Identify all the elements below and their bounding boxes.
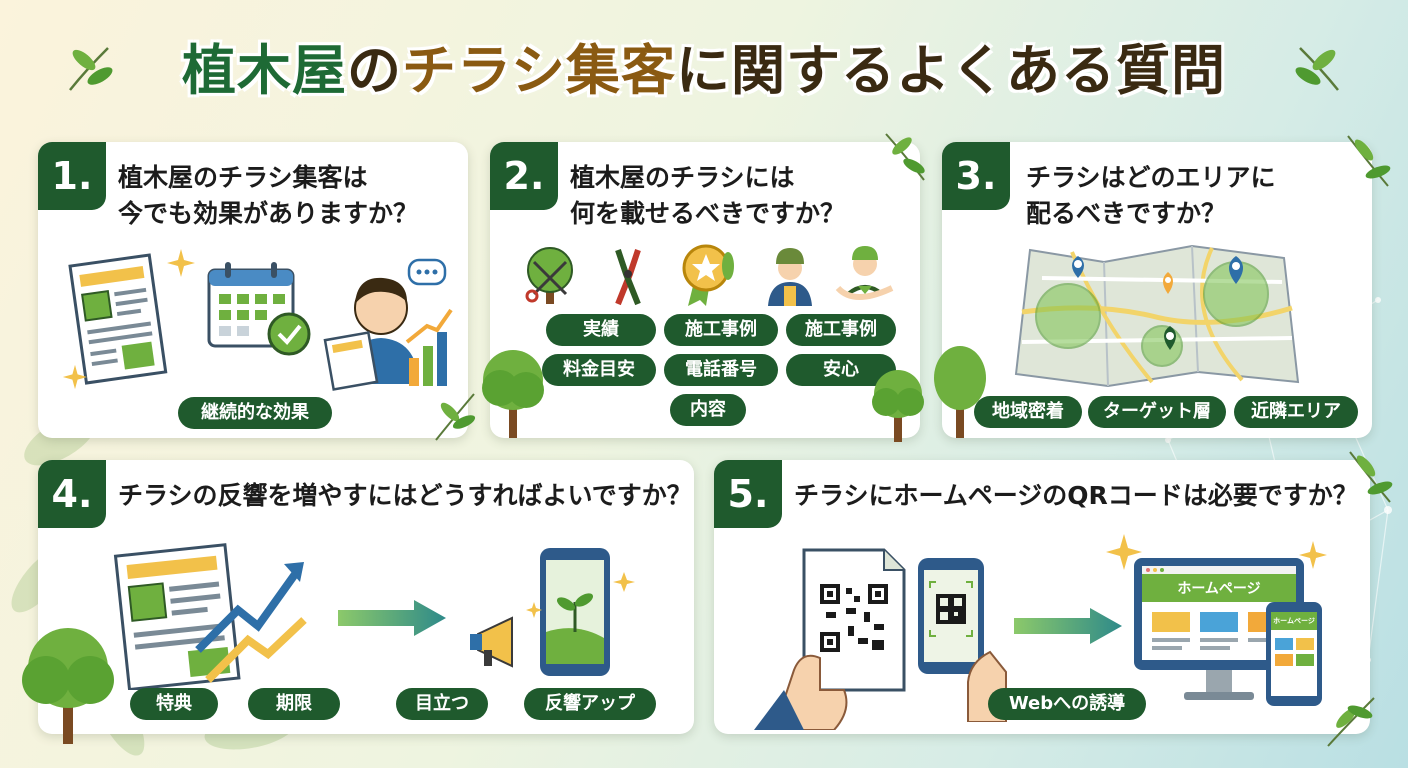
tag-deadline: 期限 [248, 688, 340, 720]
leaf-icon [1347, 135, 1391, 187]
tag-target-audience: ターゲット層 [1088, 396, 1226, 428]
monitor-icon: ホームページ ホームページ [1134, 558, 1324, 708]
flyer-icon [68, 253, 168, 385]
card-number: 2. [490, 142, 558, 210]
faq-card-3: 3. チラシはどのエリアに 配るべきですか？ 地域密着 ターゲット層 近隣エリア [942, 142, 1372, 438]
award-icon [682, 244, 734, 306]
tree-icon [482, 350, 544, 438]
title-part-1: 植木屋 [182, 39, 348, 102]
qr-flyer-icon [754, 548, 906, 730]
leaf-icon [1327, 697, 1375, 747]
leaf-icon [1295, 47, 1339, 91]
sparkle-icon [62, 364, 88, 390]
card-number: 1. [38, 142, 106, 210]
tag-case-studies-2: 施工事例 [786, 314, 896, 346]
leaf-icon [69, 47, 113, 91]
tag-web-guidance: Webへの誘導 [988, 688, 1146, 720]
faq-card-4: 4. チラシの反響を増やすにはどうすればよいですか？ 特典 期限 目立 [38, 460, 694, 734]
tag-continuous-effect: 継続的な効果 [178, 397, 332, 429]
pruner-icon [615, 249, 641, 306]
megaphone-icon [470, 616, 513, 668]
tag-stand-out: 目立つ [396, 688, 488, 720]
phone-icon [526, 548, 635, 676]
question-line-1: チラシはどのエリアに [1026, 163, 1276, 192]
sparkle-icon [167, 249, 195, 277]
faq-card-5: 5. チラシにホームページのQRコードは必要ですか？ [714, 460, 1370, 734]
tag-community: 地域密着 [974, 396, 1082, 428]
flyer-icon [113, 543, 307, 690]
faq-card-2: 2. 植木屋のチラシには 何を載せるべきですか？ 実績 施工事例 施工事例 料金… [490, 142, 920, 438]
question-line-1: 植木屋のチラシ集客は [118, 163, 368, 192]
trust-icon [835, 246, 894, 300]
tag-case-studies: 施工事例 [664, 314, 778, 346]
tag-phone-number: 電話番号 [664, 354, 778, 386]
page-title: 植木屋のチラシ集客に関するよくある質問 [0, 28, 1408, 114]
tag-bonus: 特典 [130, 688, 218, 720]
question-line-2: 何を載せるべきですか？ [570, 199, 846, 228]
tree-icon [872, 370, 924, 442]
card-number: 4. [38, 460, 106, 528]
question-line-1: 植木屋のチラシには [570, 163, 795, 192]
leaf-icon [1349, 451, 1393, 503]
sparkle-icon [1106, 534, 1142, 570]
question-line-1: チラシの反響を増やすにはどうすればよいですか？ [118, 481, 692, 510]
tag-peace-of-mind: 安心 [786, 354, 896, 386]
leaf-icon [435, 393, 476, 441]
tag-achievements: 実績 [546, 314, 656, 346]
arrow-icon [338, 600, 446, 636]
tree-icon [934, 346, 986, 438]
tag-nearby-area: 近隣エリア [1234, 396, 1358, 428]
tag-response-up: 反響アップ [524, 688, 656, 720]
question-line-1: チラシにホームページのQRコードは必要ですか？ [794, 481, 1358, 510]
person-icon [323, 258, 453, 391]
tree-icon [22, 628, 114, 744]
title-part-4: に関するよくある質問 [675, 39, 1226, 102]
map-icon [1014, 244, 1300, 388]
title-part-3: チラシ集客 [402, 39, 676, 102]
homepage-screen-title-mobile: ホームページ [1273, 617, 1315, 625]
card-number: 3. [942, 142, 1010, 210]
title-part-2: の [347, 39, 403, 102]
question-line-2: 配るべきですか？ [1026, 199, 1227, 228]
question-line-2: 今でも効果がありますか？ [118, 199, 419, 228]
leaf-icon [885, 133, 925, 181]
homepage-screen-title: ホームページ [1177, 581, 1261, 597]
card-number: 5. [714, 460, 782, 528]
tag-price-guide: 料金目安 [542, 354, 656, 386]
worker-icon [768, 248, 812, 306]
tree-shears-icon [525, 247, 573, 304]
phone-scan-icon [918, 558, 1007, 722]
sparkle-icon [1299, 541, 1327, 569]
arrow-icon [1014, 608, 1122, 644]
tag-content: 内容 [670, 394, 746, 426]
faq-card-1: 1. 植木屋のチラシ集客は 今でも効果がありますか？ [38, 142, 468, 438]
calendar-icon [207, 262, 311, 356]
